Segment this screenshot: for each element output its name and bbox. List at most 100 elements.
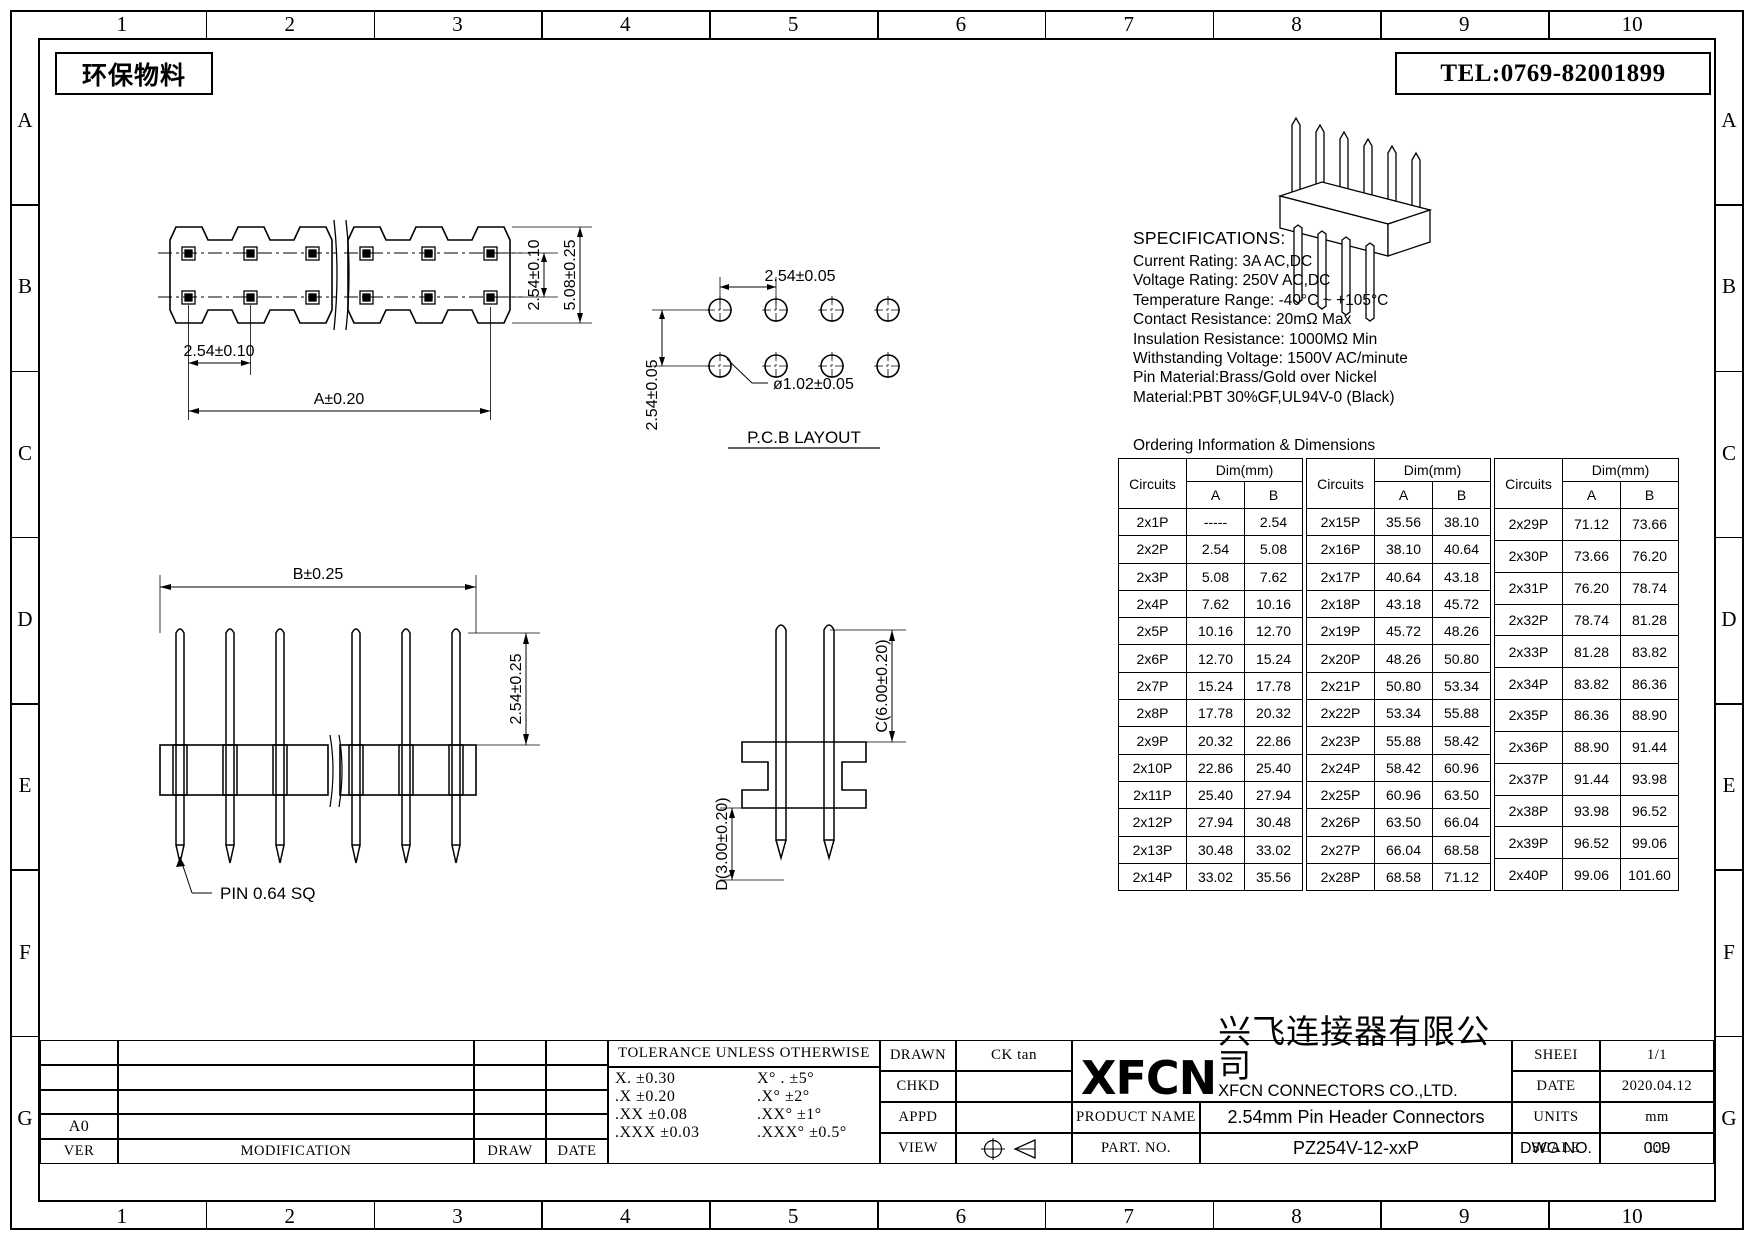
rev-date-r2	[546, 1064, 608, 1090]
cell-circuits: 2x40P	[1494, 858, 1563, 892]
zone-letter-C: C	[1721, 440, 1736, 465]
cell-a: 73.66	[1562, 539, 1621, 573]
chkd-value-cell	[956, 1071, 1072, 1102]
cell-b: 66.04	[1432, 808, 1491, 837]
date2-value: 2020.04.12	[1621, 1078, 1693, 1094]
cell-b: 99.06	[1620, 826, 1679, 860]
cell-circuits: 2x8P	[1118, 699, 1187, 728]
telephone-label: TEL:0769-82001899	[1440, 59, 1666, 87]
specification-line: Material:PBT 30%GF,UL94V-0 (Black)	[1133, 388, 1395, 406]
pcb-hole-dia-label: ø1.02±0.05	[773, 376, 854, 393]
cell-circuits: 2x9P	[1118, 726, 1187, 755]
pcb-layout-drawing: 2.54±0.05	[644, 268, 902, 449]
appd-label-cell: APPD	[880, 1102, 956, 1133]
cell-a: 91.44	[1562, 762, 1621, 796]
cell-b: 2.54	[1244, 507, 1303, 537]
ordering-information-title: Ordering Information & Dimensions	[1133, 437, 1376, 454]
zone-number-10: 10	[1621, 12, 1643, 36]
zone-tick	[1212, 10, 1215, 38]
first-angle-projection-icon	[981, 1137, 1036, 1160]
pcb-pitch-v-label: 2.54±0.05	[644, 359, 661, 430]
tolerance-right: .XX° ±1°	[757, 1106, 822, 1123]
cell-circuits: 2x22P	[1306, 699, 1375, 728]
zone-number-8: 8	[1291, 1204, 1302, 1228]
date2-label: DATE	[1536, 1078, 1576, 1094]
date-label: DATE	[557, 1143, 597, 1159]
cell-b: 88.90	[1620, 699, 1679, 732]
top-view-dim-a-label: A±0.20	[314, 391, 365, 408]
part-no-value-cell: PZ254V-12-xxP	[1200, 1133, 1512, 1164]
cell-a: 58.42	[1374, 753, 1433, 782]
cell-a: 5.08	[1186, 562, 1245, 591]
specifications-heading: SPECIFICATIONS:	[1133, 228, 1286, 248]
cell-circuits: 2x35P	[1494, 699, 1563, 732]
rev-mod-r3	[118, 1089, 474, 1115]
rev-draw-r2	[474, 1064, 546, 1090]
cell-circuits: 2x17P	[1306, 562, 1375, 591]
cell-circuits: 2x19P	[1306, 617, 1375, 646]
tolerance-left: X. ±0.30	[615, 1070, 676, 1087]
cell-circuits: 2x5P	[1118, 617, 1187, 646]
cell-b: 53.34	[1432, 671, 1491, 701]
dwg-no-label-cell: DWG NO.	[1512, 1133, 1600, 1164]
view-label: VIEW	[898, 1140, 938, 1156]
version-label: VER	[63, 1143, 95, 1159]
cell-a: 50.80	[1374, 671, 1433, 701]
cell-b: 60.96	[1432, 753, 1491, 782]
rev-mod-r2	[118, 1064, 474, 1090]
cell-b: 93.98	[1620, 762, 1679, 796]
cell-b: 83.82	[1620, 635, 1679, 669]
cell-b: 73.66	[1620, 508, 1679, 541]
company-logo-text: XFCN	[1081, 1051, 1217, 1105]
cell-circuits: 2x31P	[1494, 571, 1563, 605]
cell-b: 81.28	[1620, 603, 1679, 637]
cell-circuits: 2x36P	[1494, 730, 1563, 764]
specification-line: Voltage Rating: 250V AC,DC	[1133, 272, 1331, 290]
cell-a: 7.62	[1186, 589, 1245, 619]
zone-number-9: 9	[1459, 12, 1470, 36]
rev-draw-r4	[474, 1114, 546, 1139]
rev-ver-r3	[40, 1089, 118, 1115]
cell-a: 33.02	[1186, 862, 1245, 892]
zone-number-6: 6	[955, 1204, 967, 1228]
cell-b: 25.40	[1244, 753, 1303, 782]
zone-letter-D: D	[17, 607, 33, 631]
cell-b: 38.10	[1432, 507, 1491, 537]
cell-a: 22.86	[1186, 753, 1245, 782]
cell-b: 30.48	[1244, 808, 1303, 837]
product-name-value: 2.54mm Pin Header Connectors	[1227, 1107, 1485, 1127]
tolerance-header-cell: TOLERANCE UNLESS OTHERWISE	[608, 1040, 880, 1067]
version-value: A0	[68, 1117, 90, 1135]
zone-letter-B: B	[17, 274, 32, 299]
modification-label: MODIFICATION	[240, 1143, 352, 1159]
zone-tick	[541, 1202, 543, 1230]
specification-line: Withstanding Voltage: 1500V AC/minute	[1133, 350, 1408, 368]
col-header-circuits: Circuits	[1118, 458, 1187, 509]
cell-circuits: 2x29P	[1494, 508, 1563, 541]
zone-tick	[10, 869, 38, 872]
zone-tick	[1716, 869, 1744, 872]
specification-line: Insulation Resistance: 1000MΩ Min	[1133, 330, 1378, 348]
zone-number-8: 8	[1291, 12, 1302, 36]
cell-a: 66.04	[1374, 835, 1433, 864]
zone-letter-A: A	[1721, 108, 1737, 133]
zone-tick	[709, 1202, 711, 1230]
cell-a: 88.90	[1562, 730, 1621, 764]
table-row: 2x1P-----2.54	[1118, 507, 1303, 537]
col-header-circuits: Circuits	[1494, 458, 1563, 509]
rev-date-r4	[546, 1114, 608, 1139]
